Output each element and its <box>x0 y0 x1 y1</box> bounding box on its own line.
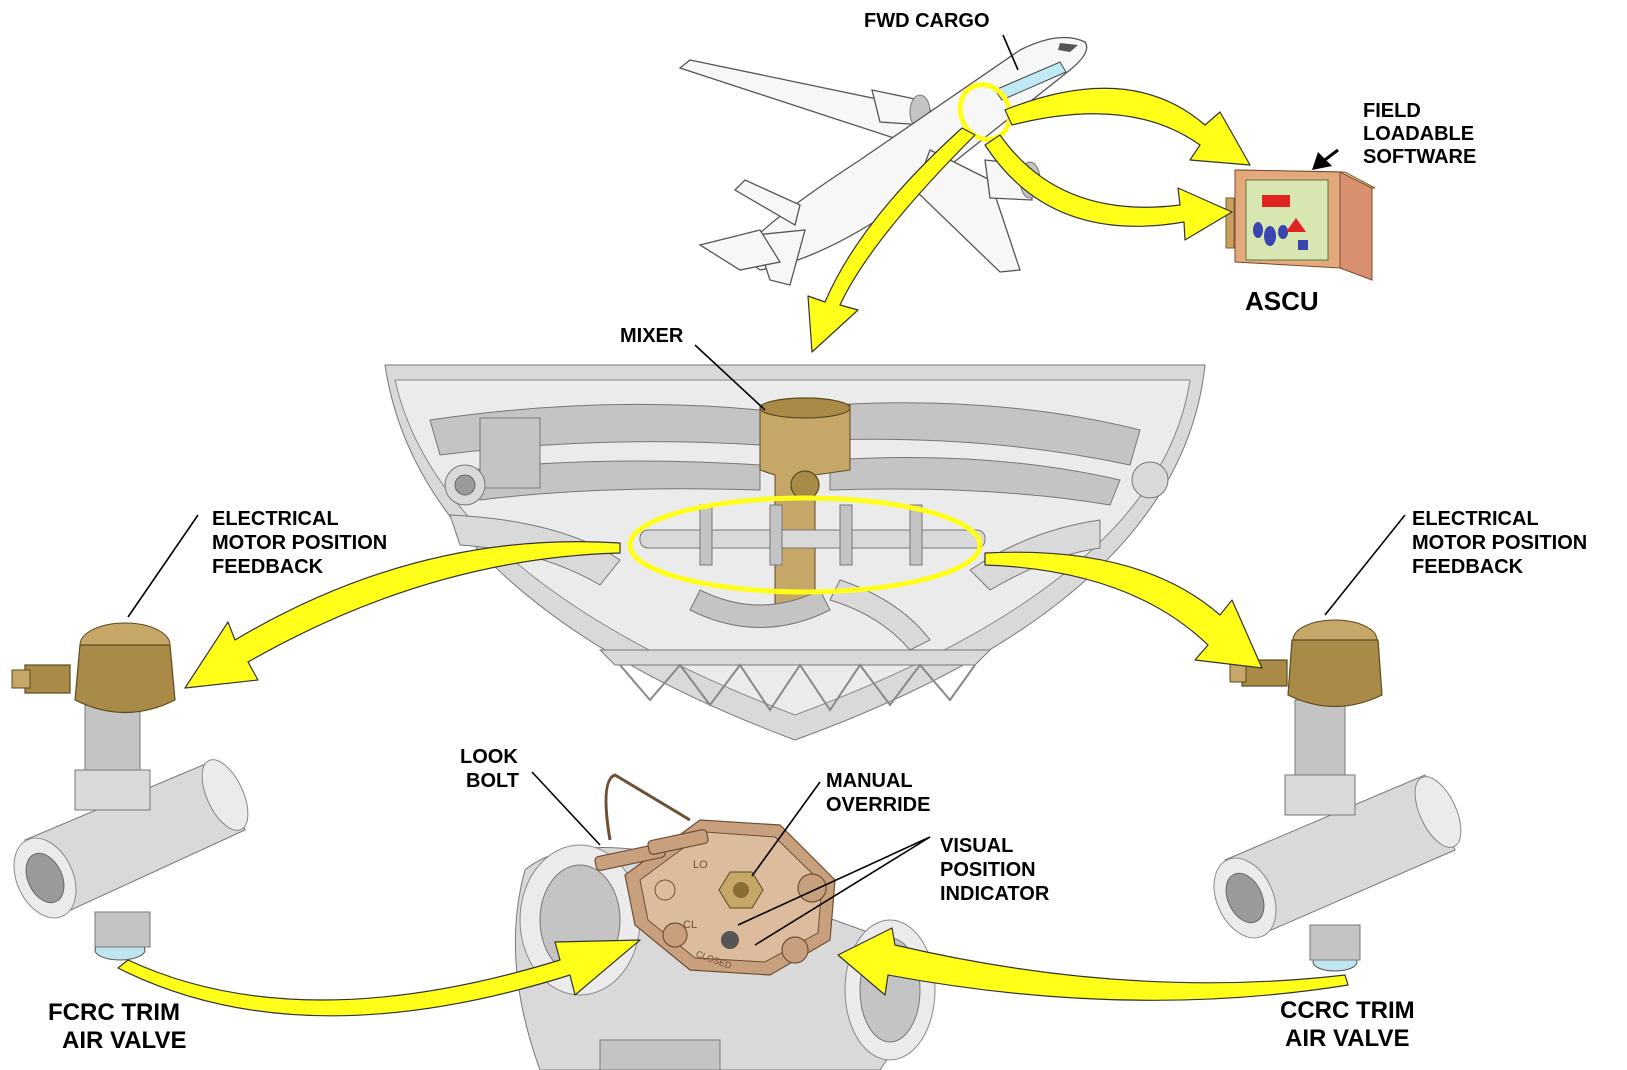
airplane-illustration <box>680 38 1087 286</box>
label-elec-right-2: MOTOR POSITION <box>1412 532 1587 554</box>
label-visual-position-2: POSITION <box>940 859 1036 881</box>
label-elec-right-3: FEEDBACK <box>1412 556 1524 578</box>
label-look-bolt-1: LOOK <box>460 746 518 768</box>
label-field-loadable-1: FIELD <box>1363 100 1421 122</box>
label-fcrc-2: AIR VALVE <box>62 1027 186 1054</box>
label-elec-left-1: ELECTRICAL <box>212 508 339 530</box>
ccrc-trim-air-valve-illustration <box>1202 620 1470 971</box>
manual-override-valve-illustration: LO CL CLOSED <box>515 775 935 1070</box>
label-elec-right-1: ELECTRICAL <box>1412 508 1539 530</box>
arrow-cargo-to-ascu-lower <box>985 135 1232 240</box>
ascu-unit <box>1226 170 1375 280</box>
label-manual-override-2: OVERRIDE <box>826 794 930 816</box>
label-field-loadable-2: LOADABLE <box>1363 123 1474 145</box>
label-ccrc-1: CCRC TRIM <box>1280 997 1415 1024</box>
label-elec-left-3: FEEDBACK <box>212 556 324 578</box>
label-visual-position-3: INDICATOR <box>940 883 1050 905</box>
label-elec-left-2: MOTOR POSITION <box>212 532 387 554</box>
valve-marking-lo: LO <box>693 859 708 871</box>
label-fcrc-1: FCRC TRIM <box>48 999 180 1026</box>
label-look-bolt-2: BOLT <box>466 770 519 792</box>
label-field-loadable-3: SOFTWARE <box>1363 146 1476 168</box>
arrow-cargo-to-ascu-upper <box>1005 88 1250 165</box>
label-fwd-cargo: FWD CARGO <box>864 10 990 32</box>
label-mixer: MIXER <box>620 325 684 347</box>
label-manual-override-1: MANUAL <box>826 770 913 792</box>
label-ascu: ASCU <box>1245 286 1319 316</box>
label-ccrc-2: AIR VALVE <box>1285 1025 1409 1052</box>
label-visual-position-1: VISUAL <box>940 835 1013 857</box>
valve-marking-cl: CL <box>683 919 697 931</box>
